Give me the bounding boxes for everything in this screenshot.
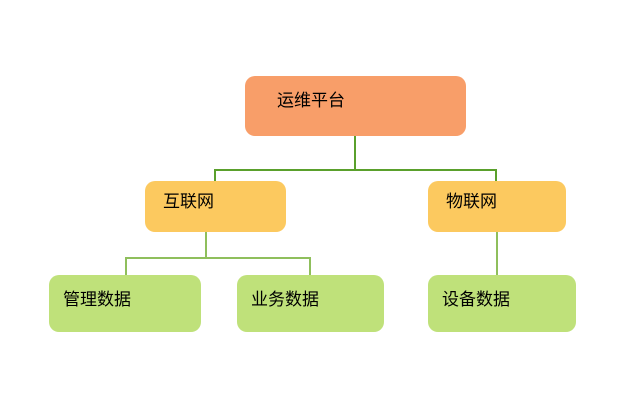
node-device-data-label: 设备数据 [442, 290, 510, 310]
node-manage-data[interactable]: 管理数据 [49, 275, 201, 332]
edge-root-stem [354, 136, 356, 170]
node-business-data-label: 业务数据 [251, 290, 319, 310]
edge-internet-horizontal-bus [125, 257, 311, 259]
edge-root-to-iot-drop [495, 169, 497, 182]
edge-root-horizontal-bus [214, 169, 497, 171]
edge-internet-to-business-data-drop [309, 257, 311, 276]
node-root[interactable]: 运维平台 [245, 76, 466, 136]
edge-internet-to-manage-data-drop [125, 257, 127, 276]
edge-internet-stem [205, 232, 207, 258]
node-root-label: 运维平台 [277, 90, 345, 111]
node-internet-label: 互联网 [163, 192, 214, 212]
node-iot-label: 物联网 [446, 192, 497, 212]
node-iot[interactable]: 物联网 [428, 181, 566, 232]
node-device-data[interactable]: 设备数据 [428, 275, 576, 332]
edge-iot-to-device-data [496, 232, 498, 276]
node-internet[interactable]: 互联网 [145, 181, 286, 232]
edge-root-to-internet-drop [214, 169, 216, 182]
node-manage-data-label: 管理数据 [63, 290, 131, 310]
node-business-data[interactable]: 业务数据 [237, 275, 384, 332]
